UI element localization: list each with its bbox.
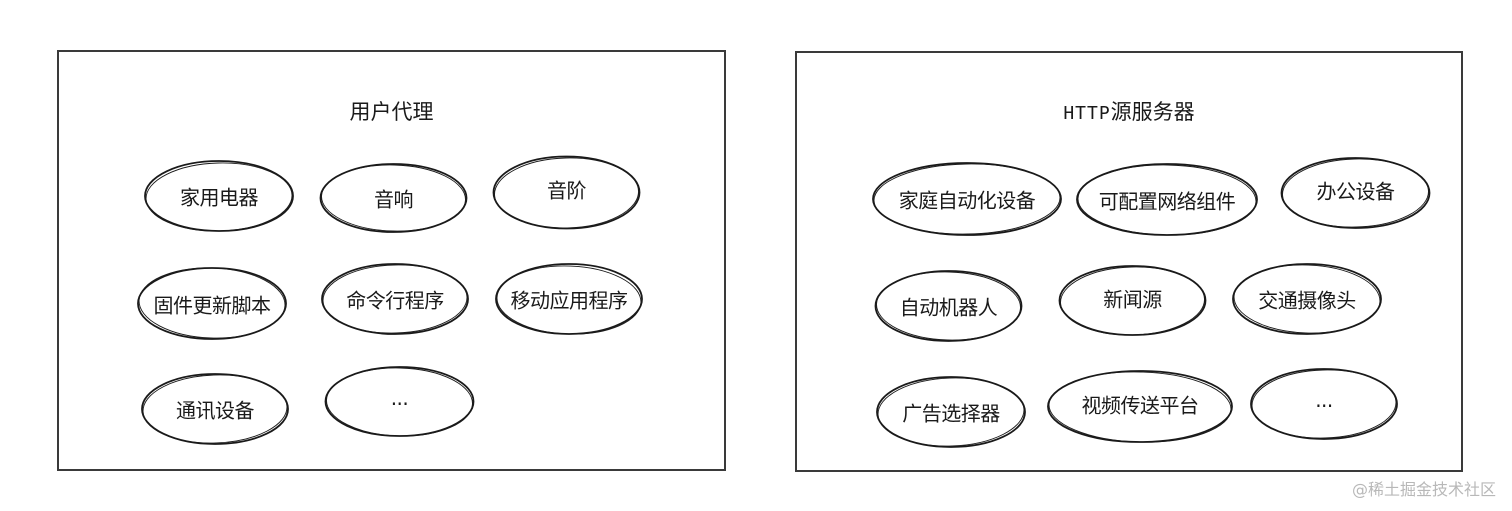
node-cli-program: 命令行程序 [321,263,469,335]
node-office-equipment: 办公设备 [1280,157,1431,229]
ellipse-shape [1047,370,1233,443]
origin-server-panel [795,51,1463,472]
node-label: 家用电器 [180,185,259,210]
node-network-component: 可配置网络组件 [1076,163,1258,236]
node-more: ... [324,366,475,437]
user-agent-panel [57,50,726,471]
ellipse-shape [1232,263,1382,335]
node-label: ... [390,385,409,410]
node-home-appliance: 家用电器 [144,160,294,232]
node-label: 视频传送平台 [1081,393,1200,417]
node-label: 音响 [374,187,414,212]
ellipse-shape [137,267,287,340]
node-label: 通讯设备 [176,398,255,423]
node-traffic-camera: 交通摄像头 [1232,263,1382,335]
ellipse-shape [495,263,643,335]
node-more: ... [1250,368,1398,440]
ellipse-shape [876,376,1026,448]
ellipse-shape [1058,265,1207,336]
node-ad-selector: 广告选择器 [876,376,1026,448]
node-speaker: 音响 [319,163,468,233]
node-home-automation: 家庭自动化设备 [872,162,1062,236]
node-communication-device: 通讯设备 [141,373,289,445]
ellipse-shape [1250,368,1398,440]
node-news-feed: 新闻源 [1058,265,1207,336]
node-label: 新闻源 [1103,287,1162,311]
ellipse-shape [874,270,1023,342]
ellipse-shape [872,162,1062,236]
node-label: 交通摄像头 [1258,288,1356,313]
node-label: 固件更新脚本 [153,293,272,317]
node-video-platform: 视频传送平台 [1047,370,1233,443]
node-label: 家庭自动化设备 [898,188,1036,213]
origin-server-title: HTTP源服务器 [795,96,1463,126]
node-mobile-app: 移动应用程序 [495,263,643,335]
ellipse-shape [144,160,294,232]
node-label: 音阶 [547,178,587,202]
node-robot: 自动机器人 [874,270,1023,342]
node-firmware-script: 固件更新脚本 [137,267,287,340]
origin-server-title-http: HTTP [1063,103,1111,124]
node-scale: 音阶 [492,155,641,230]
node-label: 可配置网络组件 [1098,189,1236,213]
node-label: 移动应用程序 [510,288,629,313]
node-label: 办公设备 [1316,179,1396,204]
user-agent-title: 用户代理 [349,100,434,124]
ellipse-shape [141,373,289,445]
node-label: 广告选择器 [902,401,1000,426]
node-label: 自动机器人 [899,295,998,320]
ellipse-shape [324,366,475,437]
node-label: 命令行程序 [346,288,444,313]
ellipse-shape [319,163,468,233]
node-label: ... [1315,388,1333,412]
ellipse-shape [1076,163,1258,236]
ellipse-shape [321,263,469,335]
ellipse-shape [492,155,641,230]
ellipse-shape [1280,157,1431,229]
origin-server-title-text: 源服务器 [1110,100,1195,124]
watermark: @稀土掘金技术社区 [1351,480,1496,499]
